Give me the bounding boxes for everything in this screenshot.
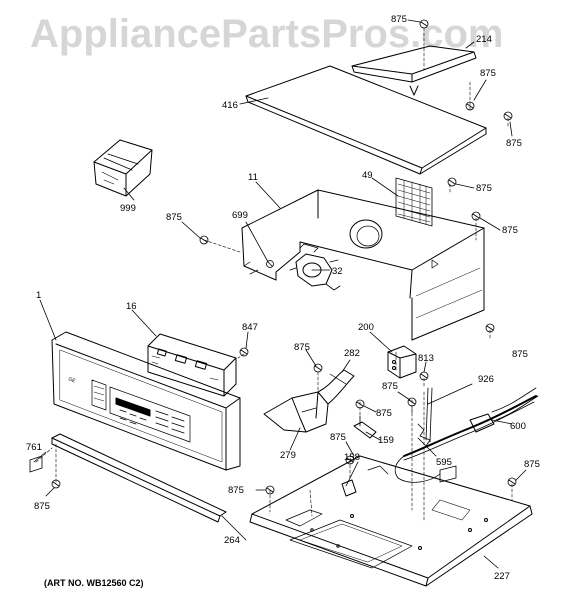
screw-icon (407, 397, 417, 407)
screw-icon (313, 363, 323, 373)
part-16-control-board (147, 333, 237, 397)
callout: 32 (332, 266, 343, 277)
watermark: AppliancePartsPros.com (30, 12, 504, 56)
callout: 875 (376, 408, 392, 419)
screws (29, 19, 517, 495)
screw-icon (465, 101, 475, 111)
part-416-top-panel (245, 65, 487, 175)
callout-labels: 875 214 875 416 875 49 875 11 999 875 69… (26, 14, 540, 582)
svg-text:GE: GE (67, 376, 76, 384)
callout: 16 (126, 301, 137, 312)
callout: 227 (494, 571, 510, 582)
screw-icon (266, 260, 274, 268)
callout: 11 (248, 172, 258, 183)
callout: 875 (506, 138, 522, 149)
screw-icon (51, 479, 61, 489)
part-200-relay-board (387, 345, 417, 379)
callout: 875 (330, 432, 346, 443)
part-999-box (93, 139, 153, 197)
callout: 875 (294, 342, 310, 353)
callout: 279 (280, 450, 296, 461)
screw-icon (355, 399, 365, 409)
part-214-vent-trim (351, 45, 477, 96)
screw-icon (29, 455, 43, 473)
part-159-bracket (353, 415, 377, 439)
art-number: (ART NO. WB12560 C2) (44, 578, 144, 588)
callout: 847 (242, 322, 258, 333)
screw-icon (507, 477, 517, 487)
callout: 699 (232, 210, 248, 221)
screw-icon (485, 323, 495, 333)
leader-lines (33, 19, 527, 569)
callout: 214 (476, 34, 492, 45)
callout: 875 (166, 212, 182, 223)
part-11-housing (241, 189, 485, 341)
callout: 813 (418, 353, 434, 364)
callout: 159 (378, 435, 394, 446)
callout: 49 (362, 170, 373, 181)
part-158-bracket (341, 479, 357, 497)
screw-icon (503, 111, 513, 121)
callout: 761 (26, 442, 42, 453)
part-279-duct (263, 369, 355, 433)
part-926-harness (417, 387, 433, 447)
callout: 875 (34, 501, 50, 512)
callout: 875 (382, 381, 398, 392)
callout: 926 (478, 374, 494, 385)
callout: 595 (436, 457, 452, 468)
part-600-cable (394, 387, 539, 483)
callout: 600 (510, 421, 526, 432)
callout: 282 (344, 348, 360, 359)
callout: 875 (502, 225, 518, 236)
callout: 200 (358, 322, 374, 333)
screw-icon (447, 177, 457, 187)
callout: 1 (36, 290, 41, 301)
part-49-filter-mesh (395, 177, 433, 227)
screw-icon (345, 455, 355, 465)
callout: 875 (512, 349, 528, 360)
callout: 875 (524, 459, 540, 470)
callout: 416 (222, 100, 238, 111)
part-227-bottom-tray (249, 455, 533, 587)
callout: 875 (391, 14, 407, 25)
callout: 875 (228, 485, 244, 496)
callout: 264 (224, 535, 240, 546)
screw-icon (419, 19, 429, 29)
screw-icon (471, 211, 481, 221)
screw-icon (199, 235, 209, 245)
screw-icon (239, 347, 249, 357)
assembly-lines (35, 27, 513, 521)
part-264-lower-trim (51, 433, 227, 523)
callout: 999 (120, 203, 136, 214)
callout: 875 (480, 68, 496, 79)
callout: 875 (476, 183, 492, 194)
part-1-control-panel: GE (51, 331, 241, 471)
callout: 158 (344, 452, 360, 463)
